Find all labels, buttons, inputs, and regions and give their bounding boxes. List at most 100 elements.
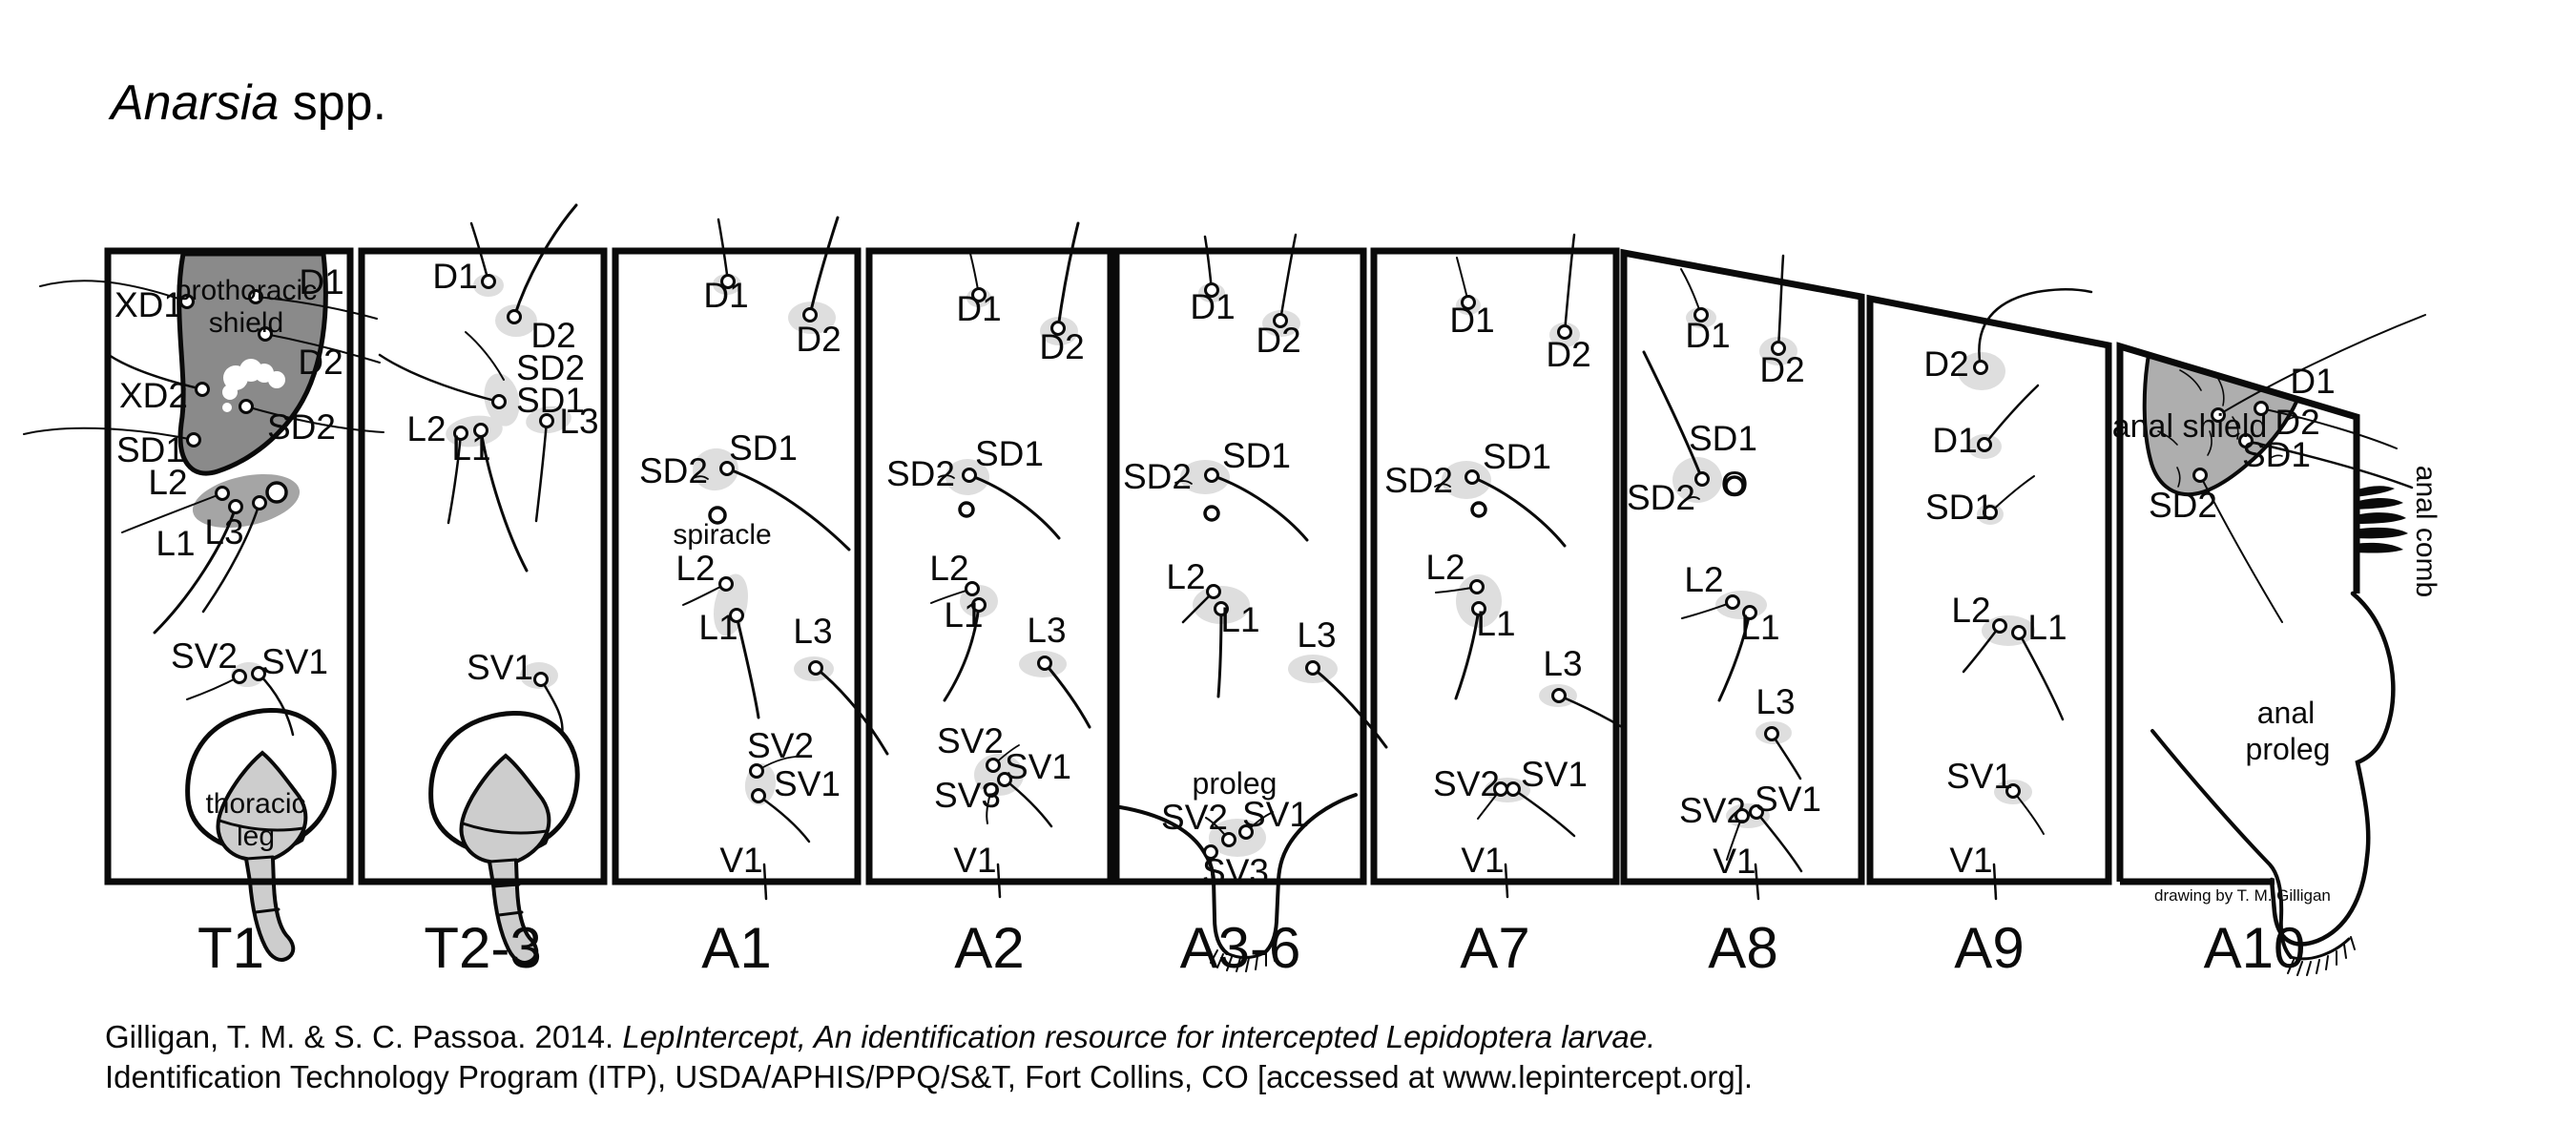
seta-label-L2: L2 — [1425, 548, 1465, 587]
segment-label-A10: A10 — [2204, 916, 2306, 980]
seta-base — [965, 581, 980, 596]
seta — [479, 428, 529, 572]
title-suffix: spp. — [279, 75, 387, 131]
seta — [186, 676, 240, 700]
seta-label-SV2: SV2 — [1679, 791, 1746, 830]
seta-base — [1465, 469, 1480, 485]
seta — [2343, 944, 2347, 959]
seta-base — [195, 382, 210, 397]
shield-marking — [268, 371, 285, 388]
seta-label-L1: L1 — [1220, 600, 1259, 639]
seta-label-SD1: SD1 — [1689, 419, 1757, 458]
seta-label-V1: V1 — [719, 841, 762, 880]
seta-label-V1: V1 — [1949, 841, 1992, 880]
anatomy-shape — [2289, 937, 2351, 961]
seta-base — [1204, 282, 1219, 298]
seta-label-SD2: SD2 — [886, 454, 955, 493]
seta-label-SD2: SD2 — [639, 451, 708, 490]
seta — [201, 501, 261, 614]
seta — [1511, 787, 1576, 838]
anatomy-shape — [1262, 793, 1358, 955]
seta-label-SD2: SD2 — [267, 407, 336, 447]
seta-label-L2: L2 — [1166, 557, 1205, 596]
seta-base — [984, 782, 999, 798]
seta-label-L1: L1 — [451, 428, 490, 468]
seta — [2179, 369, 2202, 391]
seta-label-XD1: XD1 — [114, 285, 183, 324]
annotation-text: anal — [2257, 696, 2316, 730]
seta — [1311, 666, 1388, 749]
seta-base — [533, 672, 549, 687]
seta-base — [507, 309, 522, 324]
seta — [1454, 607, 1481, 700]
seta-base — [1203, 844, 1218, 860]
seta-base — [2005, 783, 2021, 799]
anatomy-shape — [2355, 527, 2408, 539]
anatomy-shape — [2355, 486, 2395, 497]
seta — [2199, 474, 2283, 623]
seta — [735, 614, 760, 719]
seta — [1210, 473, 1309, 542]
seta-label-SV2: SV2 — [1433, 764, 1500, 803]
seta-base — [453, 426, 468, 441]
anatomy-shape — [488, 858, 518, 864]
seta-base — [228, 499, 243, 514]
seta-base — [186, 432, 201, 448]
seta-label-SD1: SD1 — [1483, 437, 1551, 476]
segment-label-A2: A2 — [954, 916, 1024, 980]
annotation-text: thoracic — [205, 788, 305, 820]
seta-label-D2: D2 — [1039, 327, 1084, 366]
seta-base — [1771, 341, 1786, 356]
anatomy-shape — [461, 822, 549, 835]
seta-base — [1973, 360, 1988, 375]
seta-label-SV1: SV1 — [467, 648, 533, 687]
seta-label-SD1: SD1 — [2242, 435, 2311, 474]
spiracle-icon — [1724, 475, 1745, 496]
segment-border — [1866, 294, 2112, 885]
seta-base — [252, 495, 267, 510]
segment-border — [104, 247, 354, 885]
seta — [2260, 407, 2398, 449]
seta-base — [1992, 618, 2007, 634]
seta-label-L1: L1 — [2027, 608, 2067, 647]
seta — [465, 331, 505, 381]
pinaculum — [693, 448, 738, 491]
seta-label-D1: D1 — [956, 289, 1001, 328]
seta — [996, 863, 1002, 899]
seta-base — [1305, 660, 1320, 676]
seta-label-SD1: SD1 — [116, 430, 185, 469]
seta-label-SV1: SV1 — [1242, 795, 1309, 834]
seta-label-L3: L3 — [793, 612, 832, 651]
seta-base — [1221, 832, 1236, 847]
seta-base — [1742, 605, 1757, 620]
seta-label-SV3: SV3 — [934, 776, 1001, 815]
citation: Gilligan, T. M. & S. C. Passoa. 2014. Le… — [105, 1017, 1753, 1097]
seta-label-SV2: SV2 — [747, 726, 814, 765]
seta-base — [2192, 468, 2208, 483]
annotation-text: anal comb — [2410, 466, 2441, 597]
seta-label-L2: L2 — [148, 463, 187, 502]
seta-base — [473, 423, 488, 438]
seta-base — [215, 486, 230, 501]
figure-title: Anarsia spp. — [111, 74, 386, 132]
citation-line-1: Gilligan, T. M. & S. C. Passoa. 2014. Le… — [105, 1019, 1656, 1054]
seta — [1278, 233, 1298, 323]
spiracle-icon — [1203, 505, 1220, 522]
seta-base — [2011, 625, 2026, 640]
seta — [121, 492, 223, 533]
seta — [814, 666, 889, 756]
anatomy-shape — [1225, 951, 1266, 959]
seta — [1236, 957, 1241, 972]
seta — [1992, 863, 1998, 901]
seta-label-L2: L2 — [406, 409, 446, 448]
seta-base — [1469, 579, 1485, 594]
seta-label-SD2: SD2 — [1123, 457, 1192, 496]
seta-base — [1037, 656, 1052, 671]
segment-label-A8: A8 — [1708, 916, 1777, 980]
seta — [1717, 611, 1752, 702]
seta-label-L3: L3 — [559, 402, 598, 441]
seta — [693, 475, 709, 480]
seta-base — [1977, 437, 1992, 452]
